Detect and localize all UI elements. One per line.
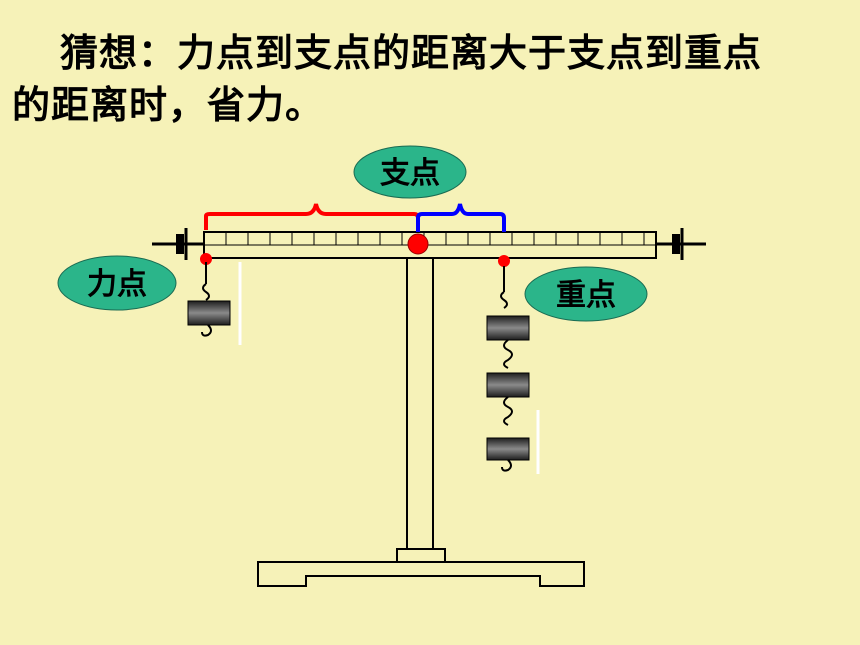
load-point-label-text: 重点 (556, 278, 616, 313)
effort-arm-brace (204, 203, 420, 232)
heading-line-1: 猜想：力点到支点的距离大于支点到重点 (60, 30, 763, 75)
effort-point-label: 力点 (57, 255, 177, 311)
pivot-point (407, 233, 429, 255)
weight (486, 315, 530, 341)
stand-base (257, 548, 585, 587)
weight (187, 300, 231, 326)
right-end-knob (656, 228, 706, 260)
effort-point-dot (200, 253, 212, 265)
effort-point-label-text: 力点 (87, 267, 147, 302)
lever-beam (203, 231, 657, 259)
stand-pole (406, 257, 434, 550)
beam-scale-ticks (225, 233, 645, 245)
fulcrum-label-text: 支点 (380, 156, 440, 191)
left-weight-group (187, 262, 242, 345)
right-weight-group (486, 266, 540, 474)
weight (486, 437, 530, 461)
fulcrum-label: 支点 (353, 145, 467, 199)
load-point-label: 重点 (524, 266, 648, 322)
left-end-knob (152, 228, 204, 260)
load-point-dot (498, 255, 510, 267)
heading-line-2: 的距离时，省力。 (12, 82, 325, 127)
load-arm-brace (416, 203, 506, 232)
weight (486, 372, 530, 398)
